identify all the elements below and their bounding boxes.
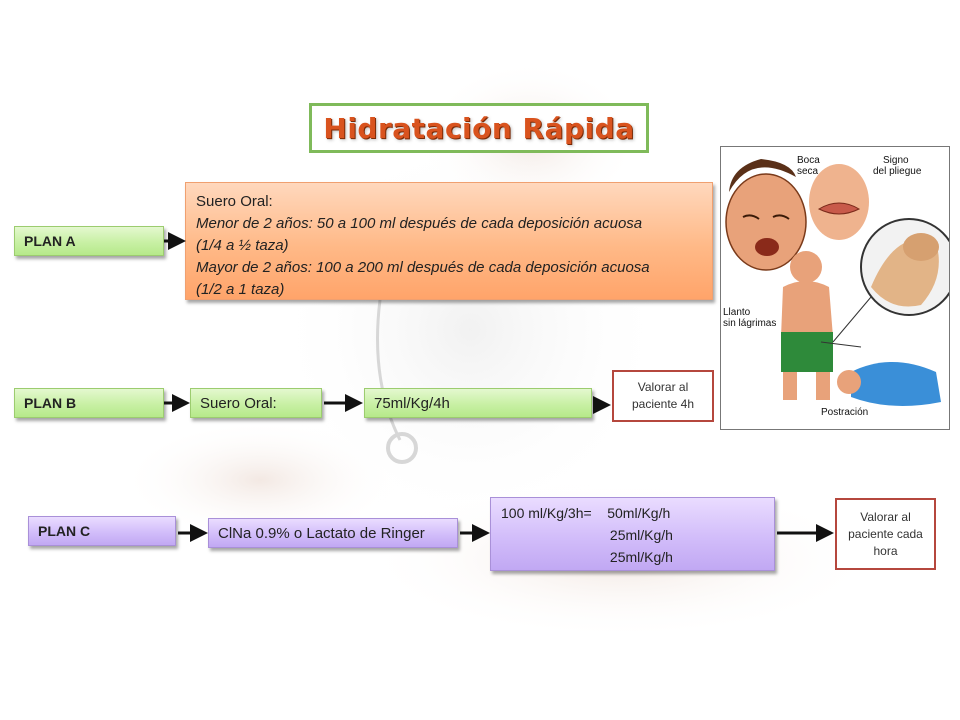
plan-a-line-5: (1/2 a 1 taza) [196, 281, 285, 298]
plan-a-line-1: Suero Oral: [196, 193, 273, 210]
dehydration-signs-illustration: Boca seca Signo del pliegue Llanto sin l… [720, 146, 958, 430]
label-postracion: Postración [821, 407, 868, 418]
plan-c-step-2: 100 ml/Kg/3h= 50ml/Kg/h 25ml/Kg/h 25ml/K… [490, 497, 775, 571]
label-llanto-1: Llanto [723, 307, 751, 318]
plan-a-line-2: Menor de 2 años: 50 a 100 ml después de … [196, 215, 643, 232]
label-seca: seca [797, 166, 819, 177]
label-signo-pliegue: Signo del pliegue [873, 155, 922, 177]
child-body [781, 251, 833, 400]
skin-pinch-closeup [860, 218, 958, 316]
plan-c-note: Valorar al paciente cada hora [835, 498, 936, 570]
label-del-pliegue: del pliegue [873, 166, 922, 177]
plan-b-step-2: 75ml/Kg/4h [364, 388, 592, 418]
label-llanto-2: sin lágrimas [723, 318, 776, 329]
plan-b-label: PLAN B [14, 388, 164, 418]
plan-a-line-4: Mayor de 2 años: 100 a 200 ml después de… [196, 259, 650, 276]
plan-a-line-3: (1/4 a ½ taza) [196, 237, 289, 254]
plan-b-step-1: Suero Oral: [190, 388, 322, 418]
label-signo: Signo [883, 155, 909, 166]
plan-c-step-2-line-2: 25ml/Kg/h [501, 527, 673, 543]
plan-c-step-2-line-1: 100 ml/Kg/3h= 50ml/Kg/h [501, 505, 671, 521]
plan-c-step-1: ClNa 0.9% o Lactato de Ringer [208, 518, 458, 548]
plan-a-detail-box: Suero Oral: Menor de 2 años: 50 a 100 ml… [185, 182, 713, 300]
plan-c-label: PLAN C [28, 516, 176, 546]
plan-b-note: Valorar al paciente 4h [612, 370, 714, 422]
label-boca-seca: Boca seca [797, 155, 823, 177]
plan-a-label: PLAN A [14, 226, 164, 256]
page-title: Hidratación Rápida [323, 111, 635, 145]
label-llanto: Llanto sin lágrimas [723, 307, 776, 329]
plan-c-step-2-line-3: 25ml/Kg/h [501, 549, 673, 565]
crying-child-face [725, 159, 807, 271]
lying-child [837, 362, 941, 406]
title-box: Hidratación Rápida [309, 103, 649, 153]
dry-mouth-closeup [809, 164, 869, 240]
label-boca: Boca [797, 155, 820, 166]
